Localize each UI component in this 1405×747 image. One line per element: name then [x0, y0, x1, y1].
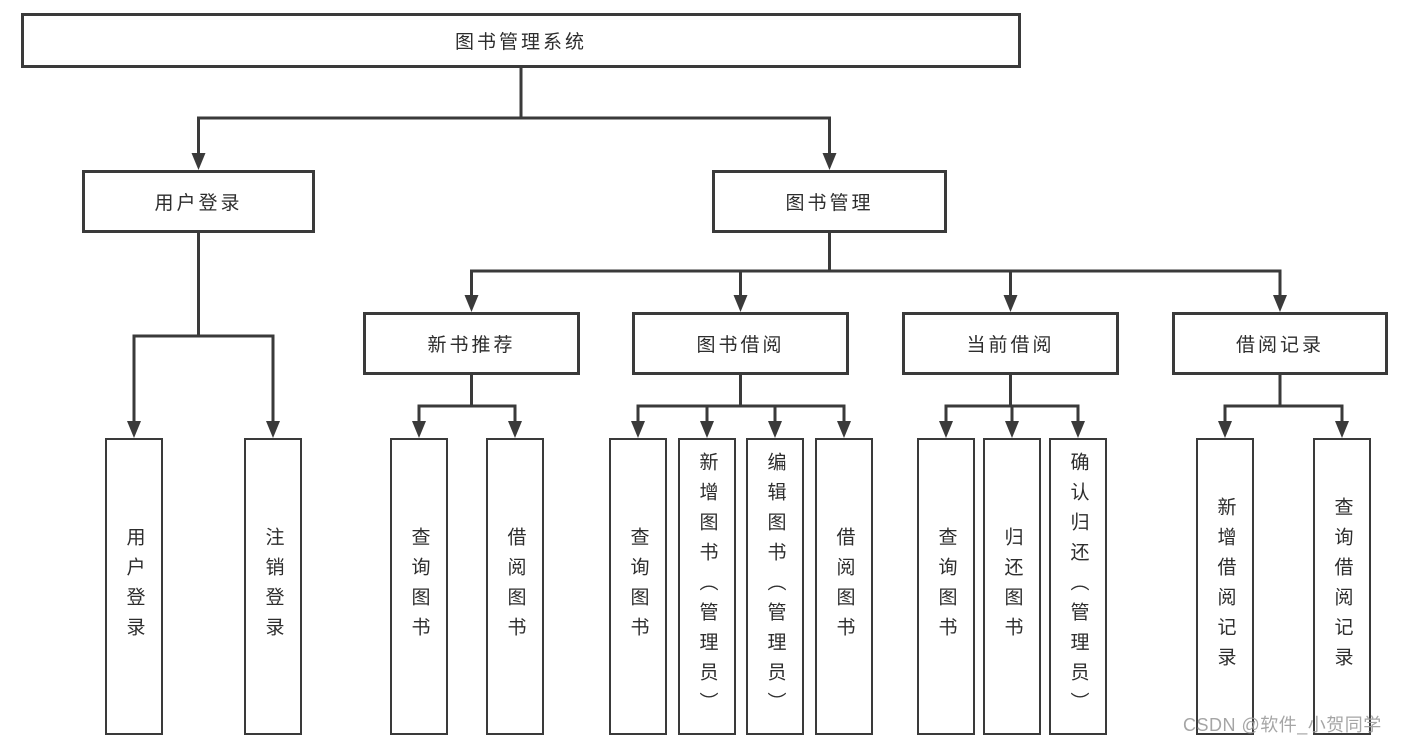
- node-label-book-management: 图书管理: [785, 193, 874, 214]
- node-label-query-book-recommend: 查询图书: [408, 526, 430, 647]
- arrowhead-icon: [1005, 421, 1019, 438]
- node-edit-book-admin: 编辑图书（管理员）: [746, 438, 804, 735]
- node-label-borrow-book: 借阅图书: [833, 526, 855, 647]
- node-label-confirm-return-admin: 确认归还（管理员）: [1067, 451, 1089, 722]
- node-book-management: 图书管理: [712, 170, 947, 233]
- node-confirm-return-admin: 确认归还（管理员）: [1049, 438, 1107, 735]
- arrowhead-icon: [266, 421, 280, 438]
- node-root: 图书管理系统: [21, 13, 1021, 68]
- node-query-book-current: 查询图书: [917, 438, 975, 735]
- node-new-book-recommend: 新书推荐: [363, 312, 580, 375]
- arrowhead-icon: [1335, 421, 1349, 438]
- node-current-borrow: 当前借阅: [902, 312, 1119, 375]
- arrowhead-icon: [733, 295, 748, 312]
- node-add-borrow-record: 新增借阅记录: [1196, 438, 1254, 735]
- node-label-add-book-admin: 新增图书（管理员）: [696, 451, 718, 722]
- arrowhead-icon: [508, 421, 522, 438]
- watermark: CSDN @软件_小贺同学: [1183, 715, 1382, 735]
- node-label-query-borrow-record: 查询借阅记录: [1331, 496, 1353, 677]
- node-query-borrow-record: 查询借阅记录: [1313, 438, 1371, 735]
- node-borrow-book: 借阅图书: [815, 438, 873, 735]
- arrowhead-icon: [1003, 295, 1018, 312]
- arrowhead-icon: [822, 153, 837, 170]
- arrowhead-icon: [127, 421, 141, 438]
- node-user-login-action: 用户登录: [105, 438, 163, 735]
- arrowhead-icon: [631, 421, 645, 438]
- arrowhead-icon: [191, 153, 206, 170]
- node-label-user-login: 用户登录: [154, 193, 243, 214]
- node-borrow-records: 借阅记录: [1172, 312, 1388, 375]
- node-label-borrow-book-recommend: 借阅图书: [504, 526, 526, 647]
- arrowhead-icon: [464, 295, 479, 312]
- arrowhead-icon: [837, 421, 851, 438]
- node-label-user-login-action: 用户登录: [123, 526, 145, 647]
- node-query-book-borrow: 查询图书: [609, 438, 667, 735]
- node-add-book-admin: 新增图书（管理员）: [678, 438, 736, 735]
- arrowhead-icon: [1071, 421, 1085, 438]
- node-query-book-recommend: 查询图书: [390, 438, 448, 735]
- node-label-book-borrow: 图书借阅: [696, 335, 785, 356]
- node-logout-action: 注销登录: [244, 438, 302, 735]
- node-label-return-book: 归还图书: [1001, 526, 1023, 647]
- node-label-edit-book-admin: 编辑图书（管理员）: [764, 451, 786, 722]
- node-label-current-borrow: 当前借阅: [966, 335, 1055, 356]
- node-label-new-book-recommend: 新书推荐: [427, 335, 516, 356]
- node-label-add-borrow-record: 新增借阅记录: [1214, 496, 1236, 677]
- arrowhead-icon: [939, 421, 953, 438]
- arrowhead-icon: [1273, 295, 1287, 312]
- arrowhead-icon: [1218, 421, 1232, 438]
- node-return-book: 归还图书: [983, 438, 1041, 735]
- arrowhead-icon: [768, 421, 782, 438]
- arrowhead-icon: [700, 421, 714, 438]
- node-label-borrow-records: 借阅记录: [1235, 335, 1324, 356]
- node-book-borrow: 图书借阅: [632, 312, 849, 375]
- node-borrow-book-recommend: 借阅图书: [486, 438, 544, 735]
- node-user-login: 用户登录: [82, 170, 315, 233]
- node-label-logout-action: 注销登录: [262, 526, 284, 647]
- node-label-query-book-current: 查询图书: [935, 526, 957, 647]
- node-label-root: 图书管理系统: [454, 32, 587, 53]
- node-label-query-book-borrow: 查询图书: [627, 526, 649, 647]
- arrowhead-icon: [412, 421, 426, 438]
